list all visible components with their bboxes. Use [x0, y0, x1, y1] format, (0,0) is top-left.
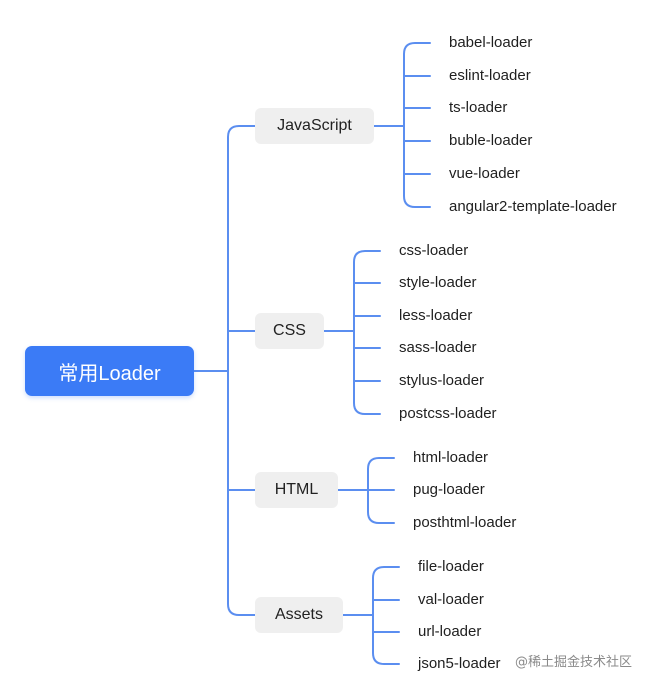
- connector-assets-children: [372, 566, 400, 665]
- leaf-ts-loader: ts-loader: [449, 99, 508, 116]
- category-css: CSS: [255, 313, 324, 349]
- leaf-css-loader: css-loader: [399, 242, 469, 259]
- category-javascript: JavaScript: [255, 108, 374, 144]
- leaf-posthtml-loader: posthtml-loader: [413, 514, 517, 531]
- watermark: @稀土掘金技术社区: [514, 655, 632, 670]
- leaf-sass-loader: sass-loader: [399, 339, 477, 356]
- leaf-buble-loader: buble-loader: [449, 132, 533, 149]
- leaf-eslint-loader: eslint-loader: [449, 67, 531, 84]
- leaf-file-loader: file-loader: [418, 558, 484, 575]
- leaf-json5-loader: json5-loader: [418, 655, 501, 672]
- leaf-style-loader: style-loader: [399, 274, 477, 291]
- leaf-vue-loader: vue-loader: [449, 165, 520, 182]
- leaf-postcss-loader: postcss-loader: [399, 405, 497, 422]
- category-assets: Assets: [255, 597, 343, 633]
- category-html: HTML: [255, 472, 338, 508]
- connector-css-children: [353, 250, 381, 415]
- leaf-pug-loader: pug-loader: [413, 481, 485, 498]
- connector-html-children: [367, 457, 395, 524]
- leaf-html-loader: html-loader: [413, 449, 489, 466]
- leaf-stylus-loader: stylus-loader: [399, 372, 485, 389]
- leaf-angular2-template-loader: angular2-template-loader: [449, 198, 617, 215]
- leaf-less-loader: less-loader: [399, 307, 473, 324]
- connector-trunk: [227, 125, 256, 616]
- leaf-babel-loader: babel-loader: [449, 34, 533, 51]
- root-node: 常用Loader: [25, 346, 194, 396]
- connector-js-children: [403, 42, 431, 208]
- leaf-val-loader: val-loader: [418, 591, 484, 608]
- leaf-url-loader: url-loader: [418, 623, 482, 640]
